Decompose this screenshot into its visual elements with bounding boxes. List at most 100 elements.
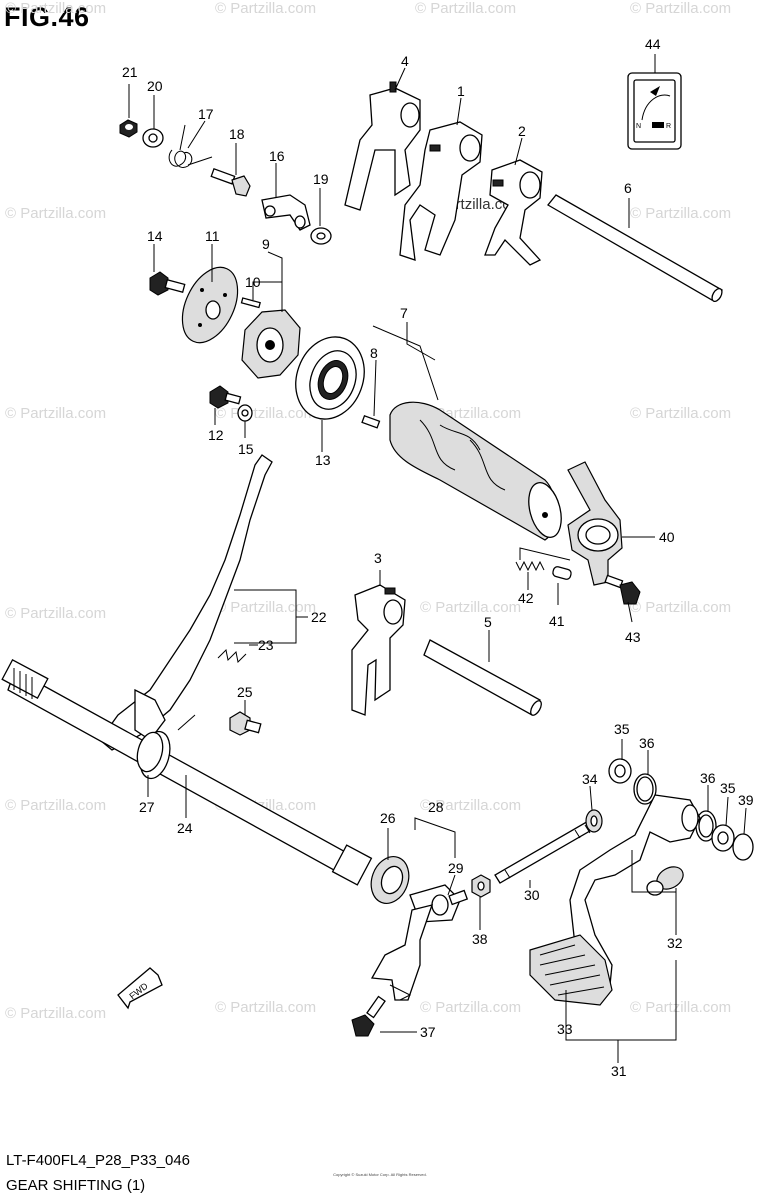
callout-2: 2 bbox=[518, 123, 526, 139]
callout-1: 1 bbox=[457, 83, 465, 99]
watermark: © Partzilla.com bbox=[5, 0, 106, 17]
watermark: © Partzilla.com bbox=[5, 405, 106, 422]
part-10-pin bbox=[240, 297, 261, 309]
callout-37: 37 bbox=[420, 1024, 436, 1040]
part-41-pin bbox=[552, 566, 572, 580]
callout-36-right: 36 bbox=[700, 770, 716, 786]
watermark: © Partzilla.com bbox=[420, 599, 521, 616]
callout-35-right: 35 bbox=[720, 780, 736, 796]
callout-15: 15 bbox=[238, 441, 254, 457]
part-36-o-ring bbox=[633, 773, 657, 805]
callout-36: 36 bbox=[639, 735, 655, 751]
callout-40: 40 bbox=[659, 529, 675, 545]
part-34-bushing bbox=[585, 809, 603, 833]
part-2-shift-fork bbox=[484, 159, 543, 266]
figure-title: FIG.46 bbox=[4, 2, 90, 32]
callout-10: 10 bbox=[245, 274, 261, 290]
callout-19: 19 bbox=[313, 171, 329, 187]
callout-6: 6 bbox=[624, 180, 632, 196]
part-31-gearshift-pedal bbox=[569, 794, 701, 1001]
callout-16: 16 bbox=[269, 148, 285, 164]
watermark: © Partzilla.com bbox=[215, 599, 316, 616]
copyright-fine-print: Copyright © Suzuki Motor Corp. All Right… bbox=[333, 1172, 427, 1177]
part-38-nut bbox=[471, 874, 491, 898]
callout-9: 9 bbox=[262, 236, 270, 252]
part-24-shift-shaft bbox=[1, 659, 373, 886]
callout-42: 42 bbox=[518, 590, 534, 606]
callout-18: 18 bbox=[229, 126, 245, 142]
callout-11: 11 bbox=[205, 228, 220, 244]
callout-14: 14 bbox=[147, 228, 163, 244]
part-3-shift-fork bbox=[351, 584, 406, 716]
callout-23: 23 bbox=[258, 637, 274, 653]
part-16-bracket bbox=[261, 194, 311, 231]
callout-8: 8 bbox=[370, 345, 378, 361]
callout-32: 32 bbox=[667, 935, 683, 951]
callout-3: 3 bbox=[374, 550, 382, 566]
callout-20: 20 bbox=[147, 78, 163, 94]
part-35-washer bbox=[608, 758, 632, 784]
sticker-n-label: N bbox=[636, 123, 641, 130]
callout-29: 29 bbox=[448, 860, 464, 876]
fwd-arrow-icon: FWD bbox=[117, 967, 163, 1010]
callout-13: 13 bbox=[315, 452, 331, 468]
part-32-pivot-bolt bbox=[646, 866, 684, 896]
callout-17: 17 bbox=[198, 106, 214, 122]
part-13-bearing bbox=[295, 336, 365, 420]
leader-lines bbox=[128, 54, 747, 1063]
callout-24: 24 bbox=[177, 820, 193, 836]
part-36-o-ring-right bbox=[695, 810, 717, 842]
watermark: © Partzilla.com bbox=[630, 999, 731, 1016]
callout-33: 33 bbox=[557, 1021, 573, 1037]
callout-43: 43 bbox=[625, 629, 641, 645]
part-25-bolt bbox=[229, 711, 262, 736]
part-44-label-sticker: N R bbox=[627, 72, 682, 150]
part-12-bolt bbox=[209, 385, 242, 409]
callout-35: 35 bbox=[614, 721, 630, 737]
part-15-washer bbox=[237, 404, 253, 422]
callout-44: 44 bbox=[645, 36, 661, 52]
part-4-shift-fork bbox=[344, 81, 421, 211]
model-code: LT-F400FL4_P28_P33_046 bbox=[6, 1152, 191, 1169]
watermark: © Partzilla.com bbox=[420, 999, 521, 1016]
callout-labels: 21 20 17 18 16 19 4 1 2 6 44 14 11 9 10 … bbox=[122, 36, 754, 1079]
callout-28: 28 bbox=[428, 799, 444, 815]
watermark: © Partzilla.com bbox=[215, 0, 316, 17]
part-8-pin bbox=[361, 414, 381, 429]
watermark: © Partzilla.com bbox=[630, 0, 731, 17]
part-23-spring bbox=[217, 648, 247, 664]
part-7-gearshift-cam-drum bbox=[389, 401, 562, 541]
watermark: © Partzilla.com bbox=[215, 405, 316, 422]
part-26-oil-seal bbox=[370, 856, 410, 904]
watermark: © Partzilla.com bbox=[630, 405, 731, 422]
part-17-spring bbox=[168, 124, 213, 168]
part-39-circlip bbox=[732, 833, 754, 861]
part-11-plate bbox=[181, 266, 239, 344]
watermark: © Partzilla.com bbox=[215, 999, 316, 1016]
part-20-washer bbox=[142, 128, 164, 148]
callout-27: 27 bbox=[139, 799, 155, 815]
watermark: © Partzilla.com bbox=[5, 797, 106, 814]
part-35-washer-right bbox=[711, 824, 735, 852]
section-name: GEAR SHIFTING (1) bbox=[6, 1177, 146, 1194]
watermark: © Partzilla.com bbox=[5, 205, 106, 222]
callout-31: 31 bbox=[611, 1063, 627, 1079]
callout-21: 21 bbox=[122, 64, 138, 80]
part-22-shift-arm bbox=[99, 454, 273, 751]
callout-7: 7 bbox=[400, 305, 408, 321]
callout-38: 38 bbox=[472, 931, 488, 947]
callout-12: 12 bbox=[208, 427, 224, 443]
callout-41: 41 bbox=[549, 613, 565, 629]
part-37-lever bbox=[370, 904, 434, 1001]
part-40-stopper bbox=[567, 461, 623, 586]
part-1-shift-fork bbox=[399, 121, 483, 261]
part-21-nut bbox=[119, 119, 138, 138]
callout-39: 39 bbox=[738, 792, 754, 808]
watermark: © Partzilla.com bbox=[415, 0, 516, 17]
callout-34: 34 bbox=[582, 771, 598, 787]
watermark: © Partzilla.com bbox=[5, 605, 106, 622]
part-33-pedal-rubber bbox=[529, 934, 613, 1006]
part-37-bolt bbox=[351, 995, 386, 1037]
watermark: © Partzilla.com bbox=[420, 797, 521, 814]
watermark: © Partzilla.com bbox=[630, 599, 731, 616]
